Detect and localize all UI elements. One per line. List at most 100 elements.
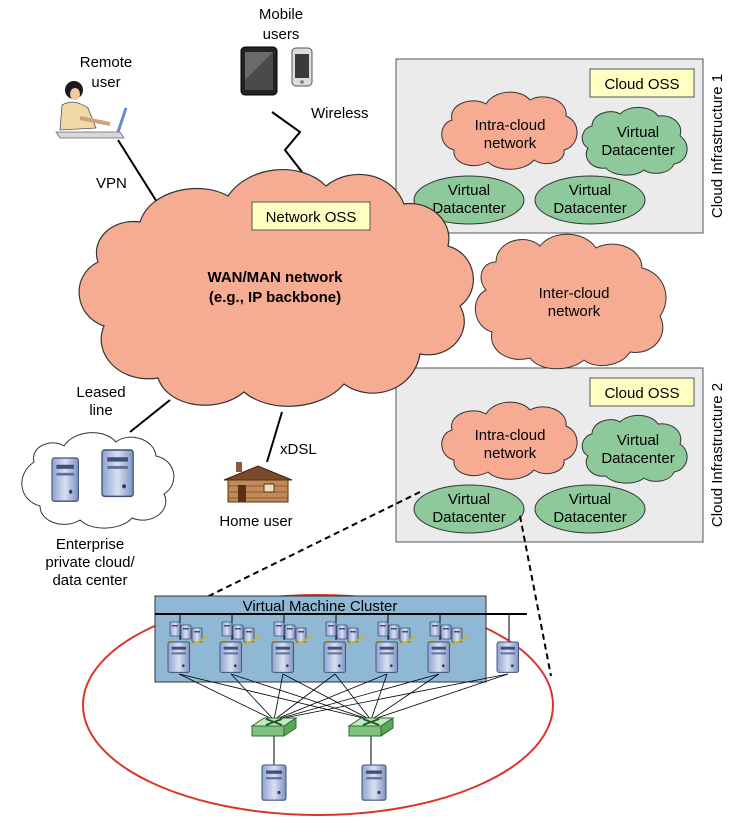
enterprise-server-icon-1	[51, 457, 80, 502]
phone-icon	[291, 47, 313, 87]
vm-mini-server-icon	[169, 621, 181, 637]
wireless-label: Wireless	[311, 105, 369, 122]
vpn-label: VPN	[96, 175, 127, 192]
host-server-icon	[496, 641, 520, 673]
vdc-cloud-label-2a: Virtual	[617, 432, 659, 449]
mobile-users-label-b: users	[263, 26, 300, 43]
host-server-icon	[167, 641, 191, 673]
vm-mini-server-icon	[440, 624, 452, 640]
leased-line-link	[129, 399, 171, 433]
intra-cloud-network-2	[441, 401, 578, 480]
mesh-link	[273, 673, 284, 721]
vdc-2b-label-a: Virtual	[569, 491, 611, 508]
enterprise-cloud	[21, 432, 175, 529]
leased-line-label-a: Leased	[76, 384, 125, 401]
zoom-line-right	[519, 515, 552, 677]
wireless-link	[271, 111, 303, 173]
vm-cluster-label: Virtual Machine Cluster	[243, 598, 398, 615]
mesh-link	[370, 673, 509, 721]
intra-cloud-network-1	[441, 91, 578, 170]
cloud-oss-box-1	[589, 68, 695, 98]
mobile-users-label-a: Mobile	[259, 6, 303, 23]
mesh-link	[334, 673, 372, 721]
mesh-link	[273, 673, 388, 721]
mesh-link	[370, 673, 388, 721]
switch-icon-left	[251, 717, 297, 737]
cloud-oss-box-2	[589, 377, 695, 407]
vm-mini-server-icon	[284, 624, 296, 640]
mesh-link	[230, 673, 372, 721]
virtual-datacenter-1b	[534, 175, 646, 225]
inter-cloud-network	[474, 233, 667, 370]
vm-mini-server-icon	[325, 621, 337, 637]
remote-user-icon	[55, 81, 128, 139]
mesh-link	[230, 673, 275, 721]
vm-mini-server-icon	[232, 624, 244, 640]
virtual-datacenter-cloud-2	[581, 415, 688, 484]
vdc-1a-label-a: Virtual	[448, 182, 490, 199]
host-server-icon	[427, 641, 451, 673]
network-oss-label: Network OSS	[266, 209, 357, 226]
vdc-2a-label-b: Datacenter	[432, 509, 505, 526]
host-server-icon	[271, 641, 295, 673]
vdc-cloud-label-1a: Virtual	[617, 124, 659, 141]
enterprise-label-a: Enterprise	[56, 536, 124, 553]
leased-line-label-b: line	[89, 402, 112, 419]
infra1-label: Cloud Infrastructure 1	[709, 74, 726, 218]
switch-icon-right	[348, 717, 394, 737]
enterprise-label-c: data center	[52, 572, 127, 589]
vdc-cloud-label-1b: Datacenter	[601, 142, 674, 159]
virtual-datacenter-2a	[413, 484, 525, 534]
vdc-cloud-label-2b: Datacenter	[601, 450, 674, 467]
xdsl-link	[266, 411, 283, 463]
storage-server-icon-right	[361, 764, 387, 801]
wan-label-line2: (e.g., IP backbone)	[209, 289, 341, 306]
remote-user-label-a: Remote	[80, 54, 133, 71]
storage-server-icon-left	[261, 764, 287, 801]
intra-cloud-label-1a: Intra-cloud	[475, 117, 546, 134]
mesh-link	[273, 673, 440, 721]
home-user-label: Home user	[219, 513, 292, 530]
vm-mini-server-icon	[180, 624, 192, 640]
wan-man-cloud	[78, 168, 474, 407]
virtual-datacenter-cloud-1	[581, 107, 688, 176]
vdc-1a-label-b: Datacenter	[432, 200, 505, 217]
enterprise-label-b: private cloud/	[45, 554, 135, 571]
infra2-label: Cloud Infrastructure 2	[709, 383, 726, 527]
vdc-1b-label-a: Virtual	[569, 182, 611, 199]
vm-mini-server-icon	[429, 621, 441, 637]
mesh-link	[370, 673, 440, 721]
network-oss-box	[251, 201, 371, 231]
inter-cloud-label-a: Inter-cloud	[539, 285, 610, 302]
xdsl-label: xDSL	[280, 441, 317, 458]
host-server-icon	[219, 641, 243, 673]
tablet-icon	[240, 46, 278, 96]
intra-cloud-label-2b: network	[484, 445, 537, 462]
mesh-link	[273, 673, 336, 721]
enterprise-server-icon-2	[101, 449, 134, 498]
vdc-1b-label-b: Datacenter	[553, 200, 626, 217]
remote-user-label-b: user	[91, 74, 120, 91]
host-server-icon	[323, 641, 347, 673]
vm-mini-server-icon	[377, 621, 389, 637]
vpn-link	[117, 139, 163, 211]
mesh-link	[282, 673, 372, 721]
cluster-links	[178, 673, 509, 766]
mesh-link	[178, 673, 372, 721]
cloud-oss-label-2: Cloud OSS	[604, 385, 679, 402]
virtual-datacenter-2b	[534, 484, 646, 534]
mesh-link	[178, 673, 275, 721]
intra-cloud-label-2a: Intra-cloud	[475, 427, 546, 444]
vm-mini-server-icon	[336, 624, 348, 640]
intra-cloud-label-1b: network	[484, 135, 537, 152]
vm-mini-server-icon	[388, 624, 400, 640]
host-server-icon	[375, 641, 399, 673]
house-icon	[223, 462, 293, 503]
mesh-link	[273, 673, 509, 721]
cloud-oss-label-1: Cloud OSS	[604, 76, 679, 93]
vdc-2a-label-a: Virtual	[448, 491, 490, 508]
zoom-ellipse	[82, 594, 554, 816]
vdc-2b-label-b: Datacenter	[553, 509, 626, 526]
inter-cloud-label-b: network	[548, 303, 601, 320]
